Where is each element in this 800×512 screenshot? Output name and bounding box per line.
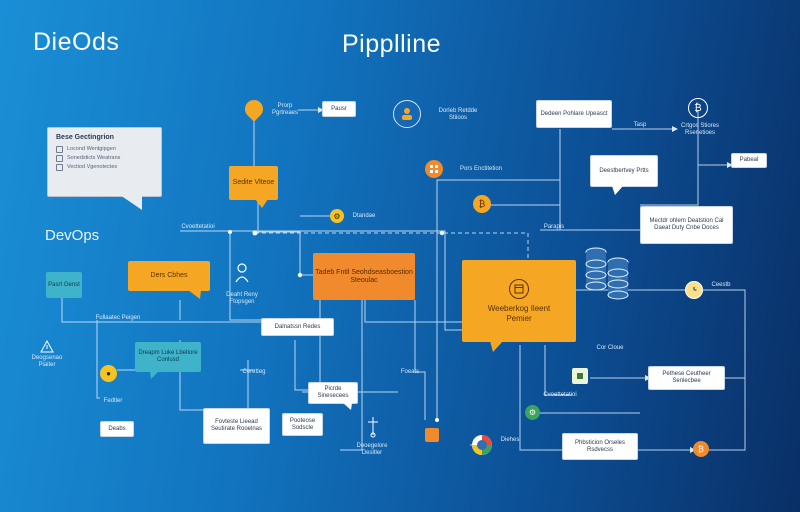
person-icon	[393, 100, 421, 128]
browser-icon	[509, 278, 529, 299]
orange-top-tail	[255, 199, 268, 208]
stack-box-tail	[612, 186, 623, 195]
callout-tail	[120, 195, 142, 210]
teal-mid-node[interactable]: Dreapm Luke Lbetiore Conlusd	[135, 342, 201, 372]
checkbox-icon	[56, 164, 63, 171]
clock-icon	[685, 281, 703, 299]
orange-big-label: Weeberkog Ileent Pemier	[487, 303, 551, 323]
orange-center-node[interactable]: Tadeb Fntil Seohdseasboestion Steoulac	[313, 253, 415, 300]
right-icon-label: Crtgos Stiores Rsenetioes	[680, 123, 719, 136]
left-bottom-label: Fedtler	[103, 398, 123, 404]
orange-ops-tail	[188, 290, 201, 299]
gear-green-icon: ⚙	[525, 405, 540, 420]
label-arrow: Parapis	[543, 224, 565, 230]
orange-big-node[interactable]: Weeberkog Ileent Pemier	[462, 260, 576, 342]
side-label: Cor Cloue	[596, 345, 624, 351]
orange-ops-node[interactable]: Ders Cbhes	[128, 261, 210, 291]
checkbox-icon	[56, 155, 63, 162]
warning-icon	[40, 340, 54, 353]
card-a[interactable]: Fovteste Lieead Seutirate Rooelnas	[203, 408, 270, 444]
label-floats: Foeats	[400, 369, 420, 375]
checkbox-icon	[56, 146, 63, 153]
right-top-box[interactable]: Dedeen Pohlare Upeasct	[536, 100, 612, 128]
lower-box-tail	[343, 403, 352, 410]
right-low-box[interactable]: Pethese Ceutheer Senlecbee	[648, 366, 725, 390]
lock-icon	[425, 428, 439, 442]
callout-item: Locond Wentgipgen	[56, 145, 153, 154]
bottom-pin-icon	[368, 417, 378, 438]
callout-item: Vectiod Vgenotectes	[56, 163, 153, 172]
user-icon	[234, 262, 250, 284]
bottom-icon-label: Deoegelore Desltler	[356, 443, 388, 456]
right-top-label: Tasp	[633, 122, 647, 128]
mid-label-low: Ceretteg	[242, 369, 266, 375]
person-label: Dorleb Retdde Stiioos	[438, 108, 478, 121]
left-label: Fullaatec Peigen	[95, 315, 141, 321]
left-bottom-box[interactable]: Deabs	[100, 421, 134, 437]
orange-top-node[interactable]: Sedite Vlteoe	[229, 166, 278, 200]
top-small-box[interactable]: Pausr	[322, 101, 356, 117]
gear-icon: ⚙	[330, 209, 344, 223]
lower-box[interactable]: Picrde Sinesecees	[308, 382, 358, 404]
card-b[interactable]: Pooteose Sodscle	[282, 413, 323, 436]
user-label: Deaht Reny Ftopsgen	[226, 292, 258, 305]
teal-left-node[interactable]: Pasrt Genst	[46, 272, 82, 298]
right-mid-box[interactable]: Mectdr ohlem Deatstion Cal Daeat Duty Cn…	[640, 206, 733, 244]
top-label-a: Prorp Pgrtreaes	[271, 103, 298, 116]
gear-label: Dtandae	[352, 213, 376, 219]
database-stack-icon	[585, 247, 629, 300]
bitcoin-end-icon: ₿	[693, 441, 709, 457]
clock-label: Ceestb	[711, 282, 731, 288]
refresh-icon	[472, 435, 492, 455]
pin-dot-icon: ●	[100, 365, 117, 382]
label-feats: Cvoettetatioi	[181, 224, 215, 230]
callout-item: Sonedsticts Weatrans	[56, 154, 153, 163]
title-right: Pipplline	[342, 30, 442, 58]
bottom-box[interactable]: Phbsticion Orseles Rsdvecss	[562, 433, 638, 460]
orange-big-tail	[490, 341, 503, 352]
coin-icon: ₿	[473, 195, 491, 213]
chip-icon	[572, 368, 588, 384]
chip-box[interactable]: Dalnatssn Redes	[261, 318, 334, 336]
setup-callout: Bese Gectingrion Locond Wentgipgen Soned…	[47, 127, 162, 197]
label-mid-right: Cvoettetatioi	[543, 392, 577, 398]
stack-box[interactable]: Deestbertvey Prtts	[590, 155, 658, 187]
right-small-box[interactable]: Pabeal	[731, 153, 767, 168]
title-left: DieOds	[33, 28, 120, 56]
callout-heading: Bese Gectingrion	[56, 134, 114, 141]
teal-mid-tail	[150, 371, 159, 379]
mid-label-grid: Pors Enctitetion	[459, 166, 503, 172]
bottom-label: Diehes	[500, 437, 520, 443]
warn-label: Deogsenao Piaiter	[31, 355, 63, 368]
grid-icon	[425, 160, 443, 178]
devops-label: DevOps	[45, 227, 100, 244]
bitcoin-icon: ₿	[688, 98, 708, 118]
